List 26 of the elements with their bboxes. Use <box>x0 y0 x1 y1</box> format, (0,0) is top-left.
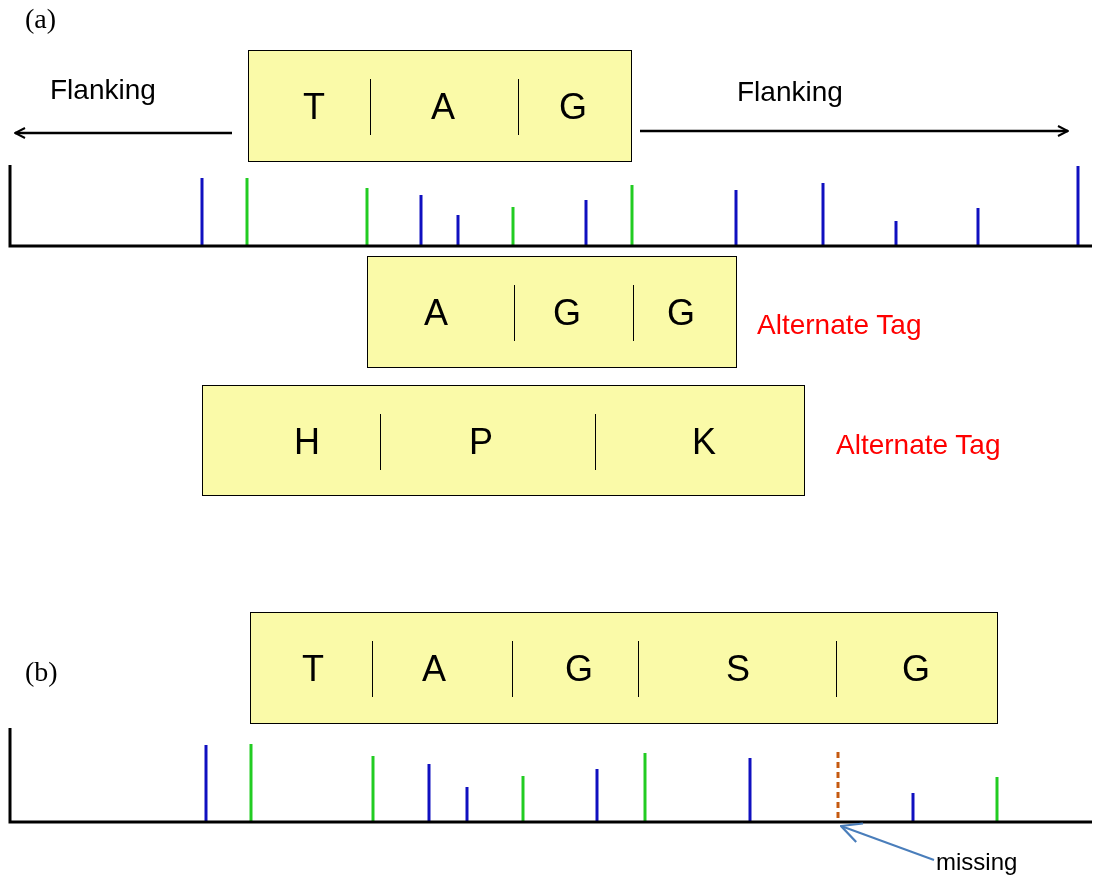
region-label: Flanking <box>50 74 156 106</box>
residue-letter: G <box>902 649 930 689</box>
tag-box <box>367 256 737 368</box>
annotation-text: missing <box>936 846 1018 878</box>
residue-letter: T <box>302 649 324 689</box>
residue-letter: G <box>667 293 695 333</box>
residue-letter: H <box>294 421 320 462</box>
residue-letter: A <box>424 293 448 333</box>
residue-letter: S <box>726 649 750 689</box>
residue-letter: T <box>303 87 325 127</box>
leader-line <box>839 822 935 861</box>
tag-box <box>248 50 632 162</box>
tag-label: Alternate Tag <box>836 429 1001 461</box>
residue-letter: A <box>431 87 455 127</box>
panel-label: (a) <box>25 3 57 35</box>
panel-label: (b) <box>25 656 58 688</box>
residue-letter: G <box>559 87 587 127</box>
tag-box <box>202 385 805 496</box>
residue-letter: A <box>422 649 446 689</box>
residue-letter: P <box>469 421 493 462</box>
tag-box <box>250 612 998 724</box>
residue-letter: G <box>565 649 593 689</box>
residue-letter: K <box>692 421 716 462</box>
region-label: Flanking <box>737 76 843 108</box>
tag-label: Alternate Tag <box>757 309 922 341</box>
residue-letter: G <box>553 293 581 333</box>
